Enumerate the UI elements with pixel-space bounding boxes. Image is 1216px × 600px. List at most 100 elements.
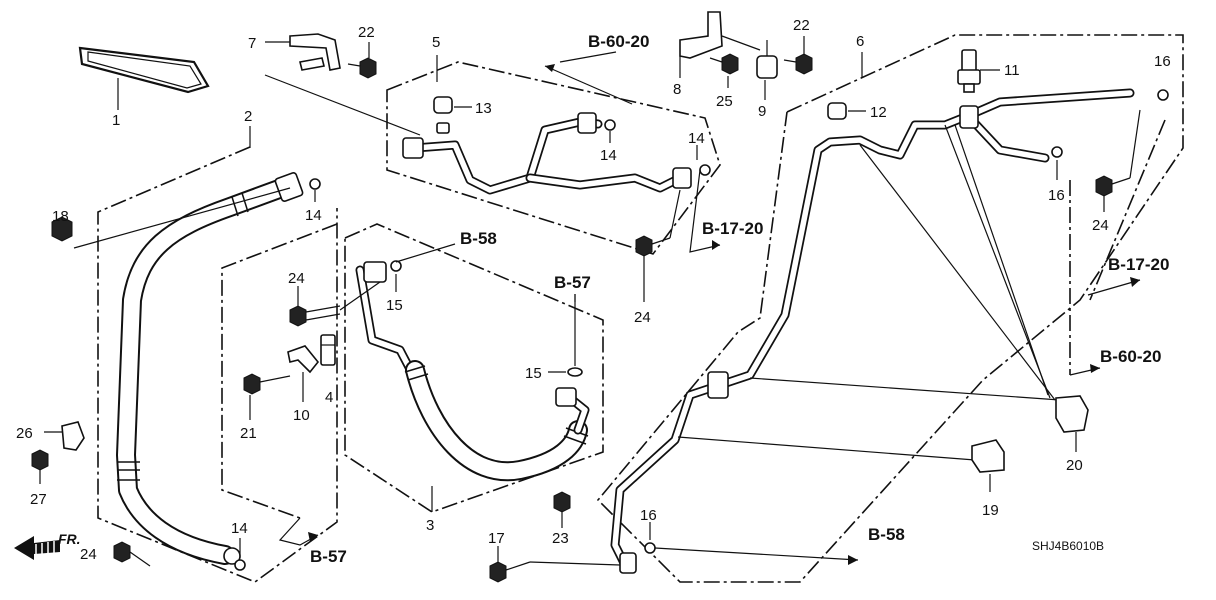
bolt-part-21 (243, 373, 291, 395)
callout-4: 4 (325, 389, 333, 406)
callout-22-a: 22 (358, 24, 375, 41)
callout-14-c: 14 (688, 130, 705, 147)
o-ring-part-15-a (390, 260, 402, 272)
diagram-code: SHJ4B6010B (1032, 539, 1104, 553)
callout-24-d: 24 (80, 546, 97, 563)
discharge-hose-part-2 (116, 172, 304, 565)
callout-16-a: 16 (1154, 53, 1171, 70)
ref-b6020-top: B-60-20 (588, 32, 649, 51)
callout-23: 23 (552, 530, 569, 547)
group-3-outline (344, 223, 604, 513)
leader-7b (264, 74, 421, 136)
bracket-part-19 (971, 439, 1005, 473)
callout-24-b: 24 (634, 309, 651, 326)
callout-13: 13 (475, 100, 492, 117)
callout-5: 5 (432, 34, 440, 51)
valve-part-4 (320, 334, 336, 366)
callout-26: 26 (16, 425, 33, 442)
ref-b6020-right: B-60-20 (1100, 347, 1161, 366)
pipe-part-6 (610, 88, 1135, 574)
bolt-part-17 (489, 561, 531, 583)
o-ring-part-14-d (234, 559, 246, 571)
callout-8: 8 (673, 81, 681, 98)
bolt-part-24-d (113, 541, 151, 567)
clamp-part-10 (287, 345, 320, 374)
gasket-part-1 (78, 46, 210, 94)
clamp-part-20 (1055, 395, 1089, 433)
ref-b1720-right: B-17-20 (1108, 255, 1169, 274)
callout-22-b: 22 (793, 17, 810, 34)
clip-part-26 (61, 421, 85, 451)
group-2-outline-inner (221, 223, 338, 519)
leader-20d (954, 124, 1049, 396)
callout-17: 17 (488, 530, 505, 547)
bolt-part-22-a (347, 57, 377, 79)
callout-21: 21 (240, 425, 257, 442)
leader-24b2 (669, 189, 681, 239)
bolt-part-22-b (783, 53, 813, 75)
ref-arrows (278, 51, 1141, 565)
o-ring-part-14-c (699, 164, 711, 176)
callout-20: 20 (1066, 457, 1083, 474)
leader-20b (859, 144, 1056, 401)
bracket-part-8 (679, 11, 723, 59)
callout-25: 25 (716, 93, 733, 110)
callout-14-d: 14 (231, 520, 248, 537)
callout-14-a: 14 (305, 207, 322, 224)
callout-24-a: 24 (288, 270, 305, 287)
group-6-outline-side (1089, 119, 1166, 301)
o-ring-part-16-b (1051, 146, 1063, 158)
callout-16-c: 16 (640, 507, 657, 524)
pressure-switch-part-11 (957, 49, 981, 93)
cap-part-12 (827, 102, 847, 120)
callout-16-b: 16 (1048, 187, 1065, 204)
callout-15-b: 15 (525, 365, 542, 382)
leader-24c2 (1129, 109, 1141, 179)
callout-27: 27 (30, 491, 47, 508)
callout-12: 12 (870, 104, 887, 121)
o-ring-part-16-a (1157, 89, 1169, 101)
leader-8b (721, 35, 761, 51)
ref-b57-bottom: B-57 (310, 547, 347, 566)
leader-19 (677, 436, 976, 461)
cap-part-13 (433, 96, 453, 134)
callout-14-b: 14 (600, 147, 617, 164)
group-6-outline (596, 34, 1184, 583)
callout-10: 10 (293, 407, 310, 424)
callout-6: 6 (856, 33, 864, 50)
callout-15-a: 15 (386, 297, 403, 314)
o-ring-part-16-c (644, 542, 656, 554)
callout-7: 7 (248, 35, 256, 52)
leader-18 (73, 187, 291, 249)
ref-b58-top: B-58 (460, 229, 497, 248)
suction-hose-part-3 (355, 261, 590, 482)
leader-20c (944, 124, 1051, 399)
callout-3: 3 (426, 517, 434, 534)
bolt-part-24-c (1095, 175, 1131, 197)
callout-18: 18 (52, 208, 69, 225)
bolt-part-24-b (635, 235, 671, 257)
callout-24-c: 24 (1092, 217, 1109, 234)
callout-9: 9 (758, 103, 766, 120)
group-5-outline (386, 61, 721, 255)
leader-24a2 (339, 281, 381, 311)
nut-part-18 (51, 216, 73, 242)
clamp-part-9 (756, 40, 778, 79)
callout-2: 2 (244, 108, 252, 125)
bolt-part-27 (31, 449, 49, 471)
leader-17b (529, 561, 621, 566)
ref-b1720-mid: B-17-20 (702, 219, 763, 238)
bracket-part-7 (289, 33, 341, 71)
nut-part-23 (553, 491, 571, 513)
pipe-part-5 (402, 112, 692, 195)
o-ring-part-14-a (309, 178, 321, 190)
front-direction-arrow (14, 536, 60, 560)
callout-11: 11 (1004, 62, 1020, 79)
o-ring-part-14-b (604, 119, 616, 131)
ref-b58-bottom: B-58 (868, 525, 905, 544)
bolt-part-24-a (289, 305, 341, 327)
callout-1: 1 (112, 112, 120, 129)
front-label: FR. (58, 531, 81, 547)
